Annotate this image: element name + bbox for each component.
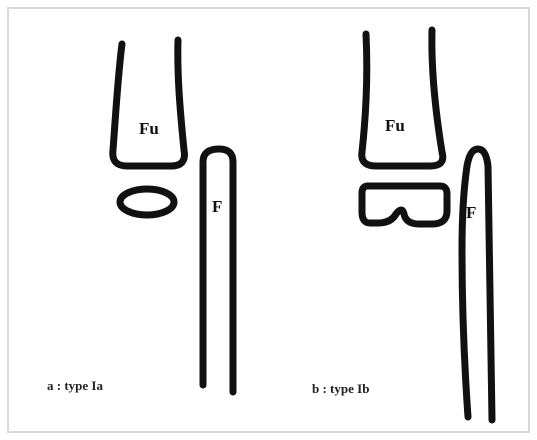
- panel-a-fibula-label: F: [212, 197, 222, 216]
- panel-b-fibula-label: F: [466, 203, 476, 222]
- panel-a-femur-label: Fu: [139, 119, 159, 138]
- figure-frame: [8, 8, 529, 432]
- panel-b-caption: b : type Ib: [312, 381, 369, 396]
- panel-a-caption: a : type Ia: [47, 378, 103, 393]
- panel-b-femur-label: Fu: [385, 116, 405, 135]
